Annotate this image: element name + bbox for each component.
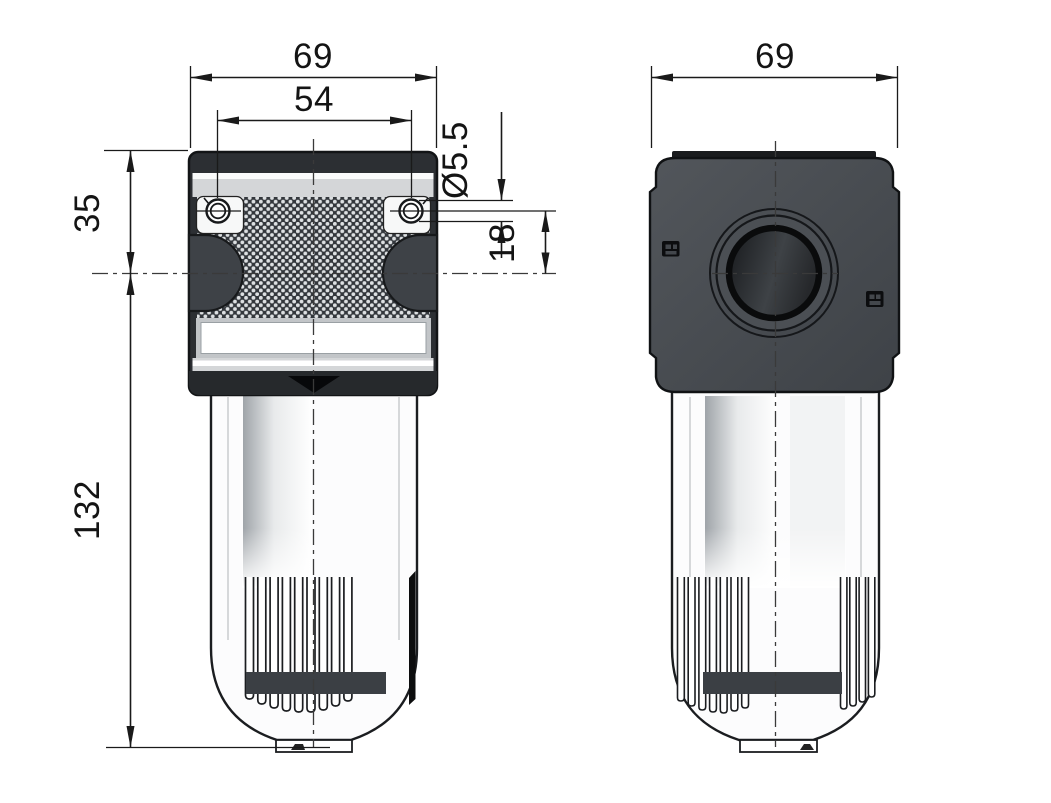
mark-detail [665,251,677,255]
dim-text-hole-spacing: 54 [294,80,334,119]
mark-detail [876,294,881,299]
dim-text-hole-diameter: Ø5.5 [436,121,475,199]
rib [244,577,255,700]
rib [867,577,876,698]
dim-front-hole-diameter: Ø5.5 [197,112,556,258]
dim-text-bowl-length: 132 [68,480,107,540]
arrowhead [541,252,550,274]
arrowhead [390,116,412,125]
mark-detail [673,244,677,249]
arrowhead [497,179,506,201]
rib [839,577,848,710]
mark-detail [869,301,881,305]
front-view [92,139,556,753]
arrowhead [126,150,135,172]
rib [858,577,867,703]
arrowhead [190,73,212,82]
dim-front-hole-spacing: 54 [216,80,413,198]
arrowhead [541,211,550,232]
arrowhead [126,252,135,274]
dimensions: 69 54 Ø5.5 18 [68,37,899,749]
arrowhead [217,116,239,125]
arrowhead [126,273,135,295]
side-bowl-dark-band [703,672,842,694]
dim-front-bowl-length: 132 [68,273,330,749]
dim-side-total-width: 69 [650,37,899,148]
arrowhead [415,73,437,82]
dim-front-head-height: 35 [68,149,188,274]
rib [676,577,686,702]
mark-detail [869,294,875,299]
front-head-light-band [192,179,434,197]
side-drain [739,739,818,753]
rib [849,577,857,707]
side-head [648,151,901,394]
arrowhead [126,726,135,748]
front-bowl [209,388,419,753]
dim-text-head-height: 35 [68,193,107,233]
rib [343,577,353,702]
side-mark-right [866,291,884,307]
dim-text-hole-offset: 18 [483,223,522,263]
arrowhead [876,73,898,82]
dim-front-total-width: 69 [189,37,438,148]
arrowhead [497,221,506,243]
dim-text-front-width: 69 [293,37,333,76]
arrowhead [651,73,673,82]
front-bowl-dark-band [246,672,386,694]
rib [687,577,696,707]
side-mark-left [662,241,680,257]
front-bowl-edge-shadow [409,571,416,705]
side-view [648,141,901,753]
side-drain-mark [800,744,814,750]
dim-front-hole-offset: 18 [483,211,550,274]
dim-text-side-width: 69 [755,37,795,76]
side-drain-body [739,739,818,753]
side-grip-ribs-right [839,577,876,710]
mark-detail [665,244,671,249]
